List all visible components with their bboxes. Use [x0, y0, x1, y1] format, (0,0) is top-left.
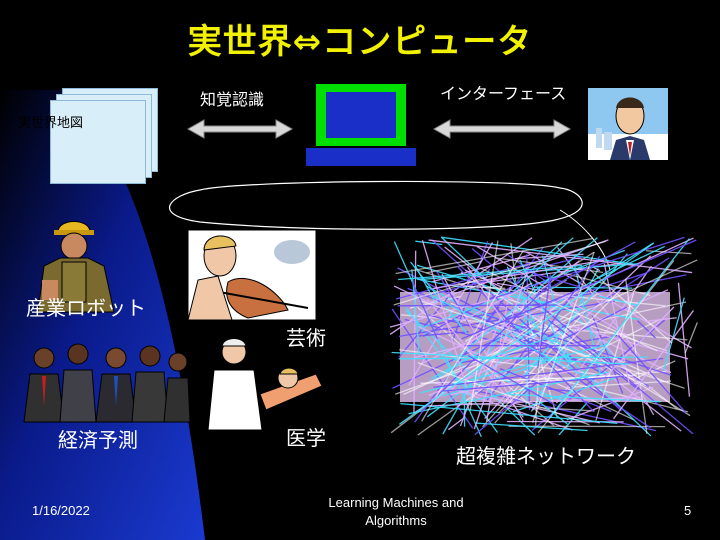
network-tangle-icon — [380, 232, 710, 444]
robot-label: 産業ロボット — [26, 292, 146, 321]
computer-icon — [306, 82, 416, 168]
footer-page: 5 — [684, 503, 691, 518]
perception-label: 知覚認識 — [200, 86, 264, 110]
slide-title: 実世界⇔コンピュータ — [0, 14, 720, 63]
network-line — [685, 322, 697, 353]
footer-date: 1/16/2022 — [32, 503, 90, 518]
world-map-label: 実世界地図 — [18, 112, 83, 131]
double-arrow-icon — [186, 118, 294, 140]
network-label: 超複雑ネットワーク — [456, 440, 636, 469]
interface-label: インターフェース — [440, 80, 566, 104]
doctor-icon — [204, 334, 324, 430]
footer-course: Learning Machines and Algorithms — [316, 494, 476, 530]
double-arrow-icon — [432, 118, 572, 140]
violin-player-icon — [188, 230, 316, 320]
medicine-label: 医学 — [286, 422, 326, 451]
businessmen-group-icon — [22, 336, 190, 422]
businessman-icon — [588, 88, 668, 160]
economy-label: 経済予測 — [58, 424, 138, 453]
